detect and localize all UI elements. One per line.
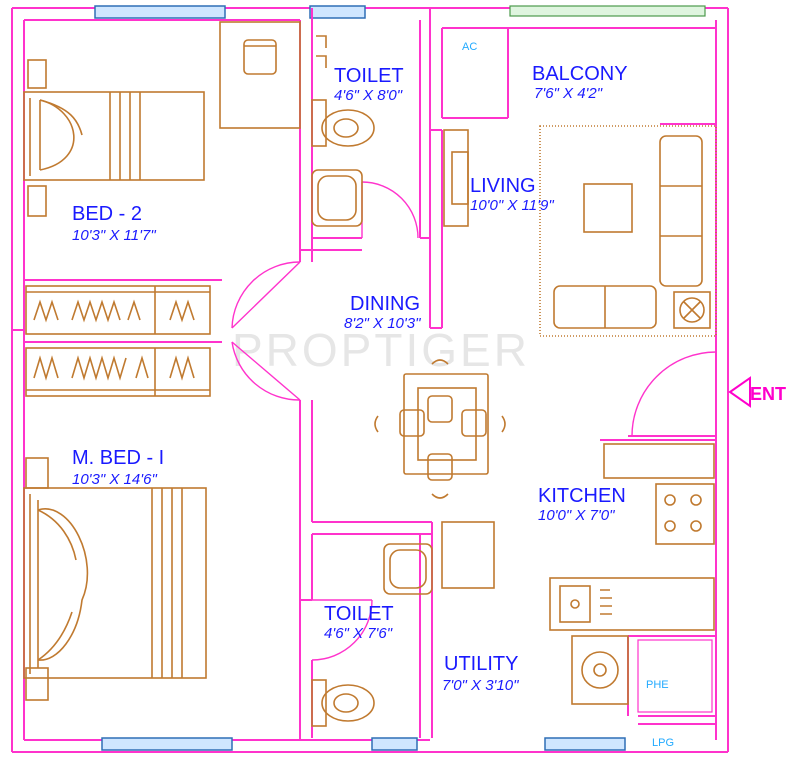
balcony-railing [509, 5, 706, 17]
room-dims-bed2: 10'3" X 11'7" [72, 227, 156, 244]
window-toilet-top [309, 5, 366, 19]
ac-label: AC [462, 41, 477, 53]
room-name-balcony: BALCONY [532, 63, 628, 85]
toilet-bottom-fixtures [311, 543, 433, 727]
doors [231, 181, 717, 661]
window-mbed1 [101, 737, 233, 751]
room-dims-utility: 7'0" X 3'10" [442, 677, 519, 694]
entry-label: ENT [750, 384, 786, 404]
entry-arrow-icon [728, 376, 751, 408]
living-furniture [443, 125, 717, 337]
toilet-top-fixtures [311, 35, 375, 227]
watermark: PROPTIGER [232, 324, 530, 376]
room-name-toilet-top: TOILET [334, 65, 404, 87]
window-bed2 [94, 5, 226, 19]
room-dims-dining: 8'2" X 10'3" [344, 315, 421, 332]
window-utility [544, 737, 626, 751]
room-name-toilet-bottom: TOILET [324, 603, 394, 625]
room-dims-mbed1: 10'3" X 14'6" [72, 471, 157, 488]
kitchen-furniture [441, 443, 715, 705]
bed2-furniture [23, 21, 301, 397]
room-dims-toilet-top: 4'6" X 8'0" [334, 87, 403, 104]
phe-label: PHE [646, 679, 669, 691]
lpg-label: LPG [652, 737, 674, 749]
room-name-kitchen: KITCHEN [538, 485, 626, 507]
room-labels: BED - 2 10'3" X 11'7" M. BED - I 10'3" X… [72, 63, 628, 694]
room-dims-kitchen: 10'0" X 7'0" [538, 507, 615, 524]
mbed1-furniture [23, 457, 207, 701]
interior-walls [12, 8, 716, 740]
room-dims-toilet-bottom: 4'6" X 7'6" [324, 625, 393, 642]
phe-shaft [637, 639, 713, 713]
room-name-mbed1: M. BED - I [72, 447, 164, 469]
room-name-dining: DINING [350, 293, 420, 315]
room-dims-balcony: 7'6" X 4'2" [534, 85, 603, 102]
room-name-utility: UTILITY [444, 653, 518, 675]
room-dims-living: 10'0" X 11'9" [470, 197, 554, 214]
room-name-living: LIVING [470, 175, 536, 197]
dining-table [374, 359, 506, 499]
room-name-bed2: BED - 2 [72, 203, 142, 225]
window-toilet-bottom [371, 737, 418, 751]
